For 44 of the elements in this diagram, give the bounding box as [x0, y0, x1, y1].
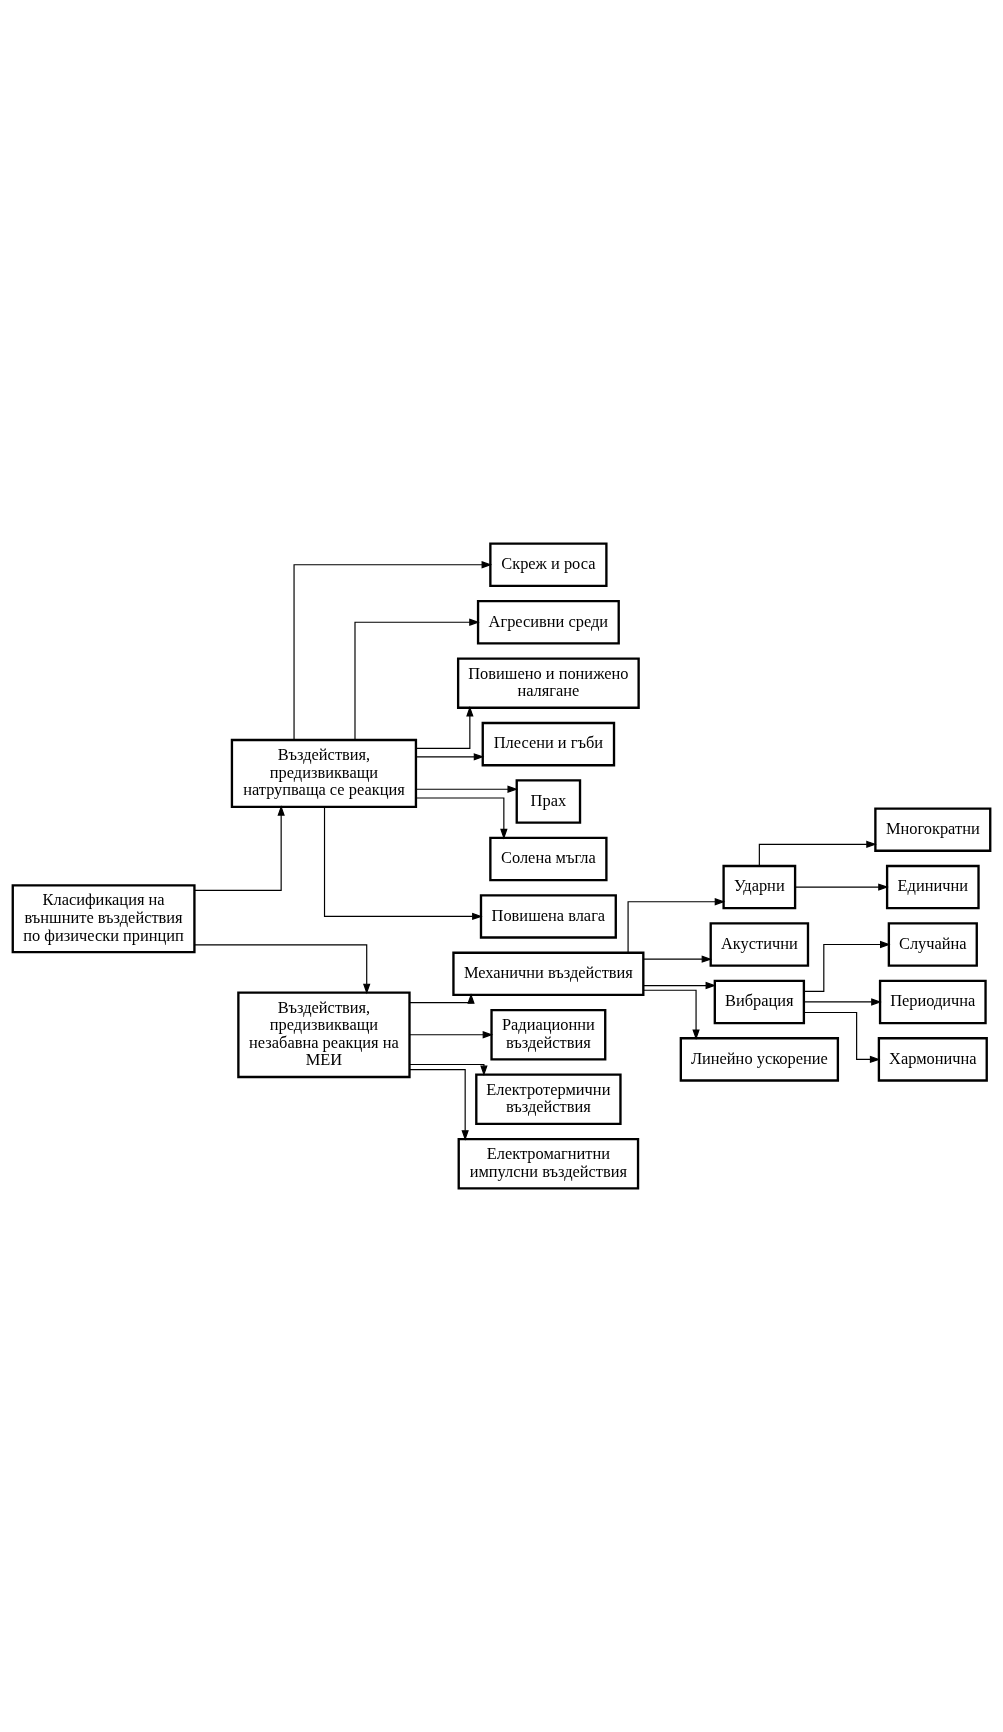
arrow: [794, 883, 889, 891]
node-box: Електромагнитни импулсни въздействия: [457, 1137, 640, 1190]
arrow: [293, 561, 493, 741]
arrow: [803, 1011, 881, 1064]
arrow: [193, 944, 371, 995]
node-box: Повишена влага: [479, 894, 617, 939]
arrow: [415, 753, 485, 761]
arrow: [415, 706, 474, 749]
arrow: [409, 1031, 494, 1039]
arrow: [627, 898, 726, 954]
arrow: [803, 940, 891, 992]
arrow: [408, 993, 475, 1004]
node-box: Агресивни среди: [476, 599, 620, 645]
node-box: Периодична: [878, 979, 987, 1025]
node-box: Радиационни въздействия: [490, 1009, 607, 1061]
node-box: Въздействия, предизвикващи незабавна реакция на МЕИ: [237, 991, 411, 1079]
node-box: Въздействия, предизвикващи натрупваща се реакция: [230, 738, 418, 808]
node-box: Класификация на външните въздействия по физически принцип: [11, 884, 196, 954]
node-box: Прах: [515, 779, 582, 824]
node-box: Акустични: [709, 922, 810, 967]
arrow: [409, 1068, 469, 1141]
arrow: [642, 955, 713, 963]
arrow: [415, 785, 518, 793]
arrow: [803, 998, 882, 1006]
arrow: [415, 797, 508, 840]
arrow: [408, 1063, 488, 1077]
node-box: Механични въздействия: [452, 951, 645, 997]
node-box: Ударни: [722, 864, 797, 910]
node-box: Скреж и роса: [489, 542, 608, 588]
arrow: [323, 806, 483, 921]
node-box: Солена мъгла: [489, 836, 608, 882]
node-box: Хармонична: [877, 1037, 988, 1082]
node-box: Вибрация: [713, 979, 806, 1025]
arrow: [193, 805, 285, 891]
node-box: Повишено и понижено налягане: [456, 657, 640, 709]
node-box: Единични: [885, 864, 980, 910]
arrow: [643, 989, 700, 1041]
node-box: Случайна: [887, 922, 978, 967]
node-box: Линейно ускорение: [679, 1037, 840, 1082]
arrow: [642, 981, 717, 990]
node-box: Многократни: [874, 807, 992, 852]
arrow: [354, 618, 480, 741]
node-box: Плесени и гъби: [481, 721, 616, 767]
node-box: Електротермични въздействия: [475, 1073, 622, 1125]
